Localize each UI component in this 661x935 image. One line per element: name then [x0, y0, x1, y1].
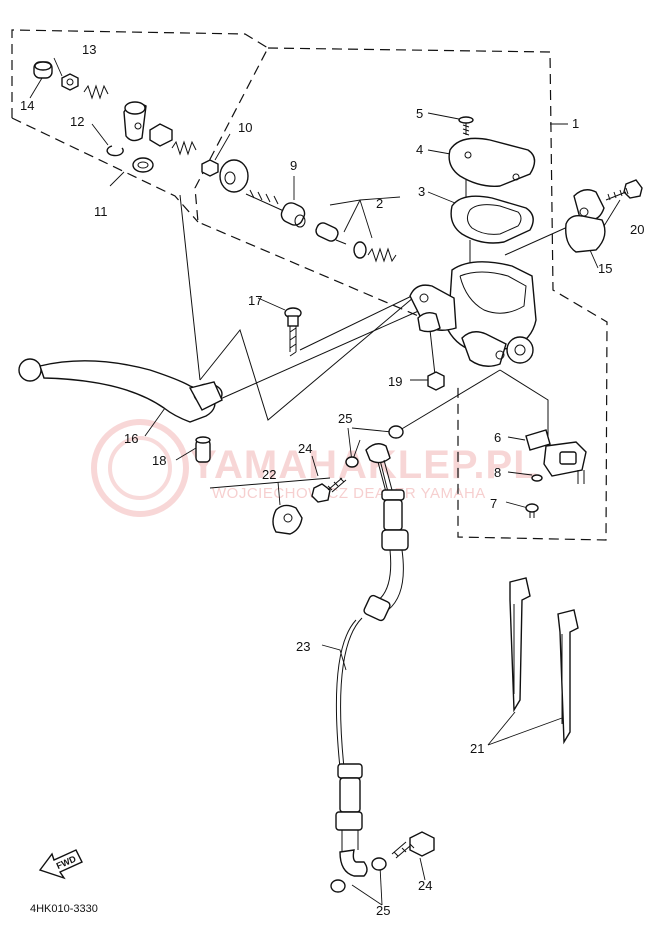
- boundary-11-lower: [11, 117, 199, 223]
- boundary-11: [11, 29, 471, 339]
- callout-21[interactable]: 21: [470, 741, 484, 756]
- callout-9[interactable]: 9: [290, 158, 297, 173]
- callout-16[interactable]: 16: [124, 431, 138, 446]
- part-adjuster[interactable]: [123, 101, 173, 147]
- callout-5[interactable]: 5: [416, 106, 423, 121]
- fwd-arrow-icon: FWD: [38, 849, 83, 880]
- part-12-circlip[interactable]: [106, 145, 124, 157]
- part-25-washers-upper[interactable]: [345, 425, 404, 468]
- part-7-screw[interactable]: [525, 503, 539, 518]
- callout-20[interactable]: 20: [630, 222, 644, 237]
- part-17-bolt[interactable]: [284, 307, 302, 357]
- group-boundaries: [11, 29, 608, 541]
- callout-24-lower[interactable]: 24: [418, 878, 432, 893]
- callout-15[interactable]: 15: [598, 261, 612, 276]
- callout-18[interactable]: 18: [152, 453, 166, 468]
- watermark-title: YAMAHAKLEP.PL: [190, 443, 539, 487]
- part-10-boot[interactable]: [201, 159, 249, 193]
- callout-6[interactable]: 6: [494, 430, 501, 445]
- callout-12[interactable]: 12: [70, 114, 84, 129]
- callout-17[interactable]: 17: [248, 293, 262, 308]
- part-16-lever[interactable]: [18, 358, 223, 423]
- watermark-logo: [91, 419, 189, 517]
- part-4-cap[interactable]: [448, 137, 536, 187]
- callout-2[interactable]: 2: [376, 196, 383, 211]
- leader-lines: [29, 57, 621, 906]
- part-14-cap[interactable]: [33, 61, 53, 79]
- callout-19[interactable]: 19: [388, 374, 402, 389]
- part-24-bolt-lower[interactable]: [391, 831, 435, 859]
- part-21-cable-ties[interactable]: [509, 577, 579, 745]
- callout-4[interactable]: 4: [416, 142, 423, 157]
- part-3-diaphragm[interactable]: [450, 195, 534, 244]
- part-18-collar[interactable]: [195, 436, 211, 463]
- callout-8[interactable]: 8: [494, 465, 501, 480]
- callout-1[interactable]: 1: [572, 116, 579, 131]
- part-24-bolt-upper[interactable]: [311, 477, 347, 503]
- callout-22[interactable]: 22: [262, 467, 276, 482]
- callout-10[interactable]: 10: [238, 120, 252, 135]
- part-spring-small[interactable]: [83, 84, 197, 156]
- callout-13[interactable]: 13: [82, 42, 96, 57]
- part-22-union[interactable]: [272, 504, 303, 535]
- boundary-1: [267, 47, 608, 541]
- part-6-switch[interactable]: [525, 429, 587, 484]
- drawing-code: 4HK010-3330: [30, 903, 98, 915]
- part-master-cylinder[interactable]: [409, 261, 537, 367]
- callout-25-lower[interactable]: 25: [376, 903, 390, 918]
- part-2-piston-kit[interactable]: [314, 221, 397, 263]
- callout-14[interactable]: 14: [20, 98, 34, 113]
- callout-24-upper[interactable]: 24: [298, 441, 312, 456]
- part-15-holder[interactable]: [565, 189, 606, 253]
- callout-23[interactable]: 23: [296, 639, 310, 654]
- part-washer[interactable]: [132, 157, 154, 173]
- part-5-screw[interactable]: [458, 116, 474, 136]
- watermark: YAMAHAKLEP.PL WOJCIECHOWICZ DEALER YAMAH…: [91, 419, 539, 517]
- part-20-bolt[interactable]: [605, 179, 643, 201]
- part-13-nut[interactable]: [61, 73, 79, 91]
- callout-7[interactable]: 7: [490, 496, 497, 511]
- callout-25-upper[interactable]: 25: [338, 411, 352, 426]
- watermark-subtitle: WOJCIECHOWICZ DEALER YAMAHA: [212, 485, 486, 502]
- part-23-hose[interactable]: [335, 443, 409, 877]
- callout-11[interactable]: 11: [94, 204, 108, 219]
- part-19-nut[interactable]: [427, 371, 445, 391]
- callout-3[interactable]: 3: [418, 184, 425, 199]
- part-9-rod[interactable]: [245, 189, 307, 228]
- part-25-washers-lower[interactable]: [330, 857, 387, 893]
- part-drawings: FWD: [18, 61, 643, 893]
- part-8-washer[interactable]: [531, 474, 543, 482]
- callouts: 1 2 3 4 5 6 7 8 9 10 11 12 13 14 15 16 1…: [20, 42, 644, 918]
